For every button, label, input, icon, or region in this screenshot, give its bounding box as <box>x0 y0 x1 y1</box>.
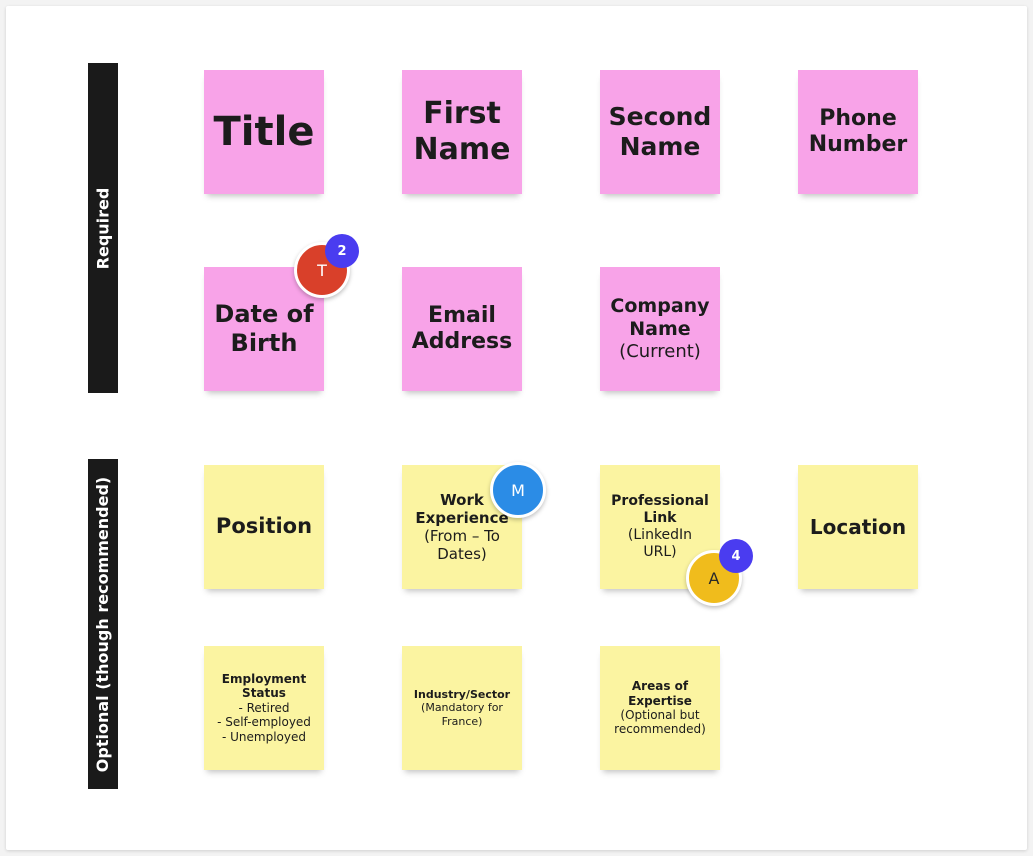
required-section-label: Required <box>88 63 118 393</box>
note-professional-link-line-2: Link <box>643 510 677 527</box>
note-first-name-line-2: Name <box>413 132 511 167</box>
avatar-initial: A <box>708 568 720 588</box>
note-phone-number[interactable]: Phone Number <box>798 70 918 194</box>
note-industry-sector-line-2: (Mandatory for <box>421 701 503 715</box>
note-phone-number-line-2: Number <box>808 132 908 157</box>
note-professional-link-line-4: URL) <box>643 543 677 560</box>
note-location[interactable]: Location <box>798 465 918 589</box>
note-work-experience[interactable]: Work Experience (From – To Dates) <box>402 465 522 589</box>
note-work-experience-line-1: Work <box>440 491 484 509</box>
note-employment-status-line-5: - Unemployed <box>222 729 306 744</box>
note-position[interactable]: Position <box>204 465 324 589</box>
note-company-name-line-1: Company <box>610 295 710 318</box>
note-employment-status-line-2: Status <box>242 686 286 701</box>
optional-label-text: Optional (though recommended) <box>93 476 113 772</box>
comment-count-badge[interactable]: 4 <box>719 539 753 573</box>
note-location-text: Location <box>809 515 907 539</box>
note-company-name[interactable]: Company Name (Current) <box>600 267 720 391</box>
note-phone-number-line-1: Phone <box>819 105 897 131</box>
note-position-text: Position <box>215 514 313 539</box>
note-date-of-birth-line-1: Date of <box>214 300 314 329</box>
note-professional-link-line-3: (LinkedIn <box>627 527 693 543</box>
note-title[interactable]: Title <box>204 70 324 194</box>
note-email-address[interactable]: Email Address <box>402 267 522 391</box>
note-second-name[interactable]: Second Name <box>600 70 720 194</box>
avatar-initial: T <box>317 260 327 280</box>
avatar-initial: M <box>511 480 525 500</box>
badge-count: 4 <box>731 548 741 564</box>
note-industry-sector-line-3: France) <box>441 714 483 728</box>
note-first-name-line-1: First <box>423 96 501 131</box>
note-work-experience-line-2: Experience <box>415 509 509 527</box>
note-employment-status-line-4: - Self-employed <box>217 715 311 730</box>
note-date-of-birth-line-2: Birth <box>230 329 298 357</box>
comment-count-badge[interactable]: 2 <box>325 234 359 268</box>
note-industry-sector[interactable]: Industry/Sector (Mandatory for France) <box>402 646 522 770</box>
note-areas-of-expertise-line-2: Expertise <box>628 693 692 708</box>
note-employment-status[interactable]: Employment Status - Retired - Self-emplo… <box>204 646 324 770</box>
note-industry-sector-line-1: Industry/Sector <box>413 688 511 702</box>
note-areas-of-expertise-line-1: Areas of <box>631 679 689 694</box>
optional-section-label: Optional (though recommended) <box>88 459 118 789</box>
note-company-name-line-2: Name <box>629 318 691 341</box>
note-areas-of-expertise-line-4: recommended) <box>614 722 706 737</box>
note-areas-of-expertise-line-3: (Optional but <box>620 708 700 722</box>
note-title-text: Title <box>213 109 315 155</box>
note-second-name-line-2: Name <box>619 132 701 161</box>
note-first-name[interactable]: First Name <box>402 70 522 194</box>
note-employment-status-line-3: - Retired <box>238 700 290 715</box>
note-work-experience-line-4: Dates) <box>437 545 487 563</box>
note-professional-link-line-1: Professional <box>611 493 709 510</box>
note-employment-status-line-1: Employment <box>221 672 307 687</box>
collaborator-avatar-m[interactable]: M <box>490 462 546 518</box>
required-label-text: Required <box>93 187 113 269</box>
badge-count: 2 <box>337 243 347 259</box>
note-company-name-line-3: (Current) <box>619 341 701 362</box>
note-work-experience-line-3: (From – To <box>424 527 500 545</box>
note-email-address-line-1: Email <box>428 302 496 328</box>
note-areas-of-expertise[interactable]: Areas of Expertise (Optional but recomme… <box>600 646 720 770</box>
note-email-address-line-2: Address <box>411 329 513 354</box>
note-second-name-line-1: Second <box>608 102 712 131</box>
